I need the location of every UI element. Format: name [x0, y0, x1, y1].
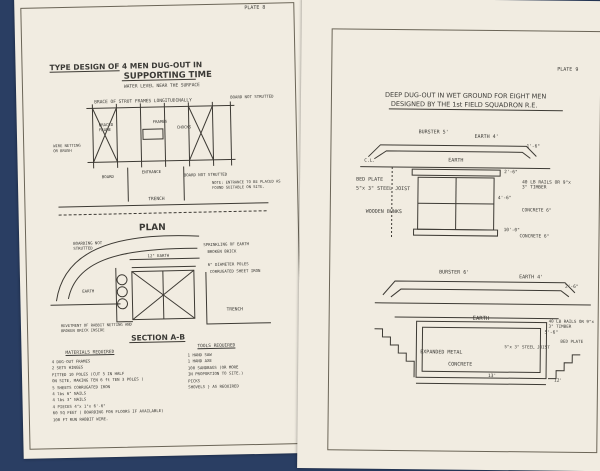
right-page: PLATE 9 DEEP DUG-OUT IN WET GROUND FOR E… [297, 0, 600, 471]
left-page: PLATE 8 TYPE DESIGN OF 4 MEN DUG-OUT IN … [14, 0, 312, 459]
title-underline [49, 70, 120, 73]
section-drawing [50, 235, 271, 344]
right-drawings [360, 108, 591, 386]
upper-section-drawing [360, 144, 551, 239]
left-drawings [49, 70, 271, 344]
plan-view-drawing [58, 101, 269, 216]
lower-section-drawing [374, 280, 591, 386]
title-underline [388, 108, 563, 112]
title-underline [121, 78, 196, 82]
